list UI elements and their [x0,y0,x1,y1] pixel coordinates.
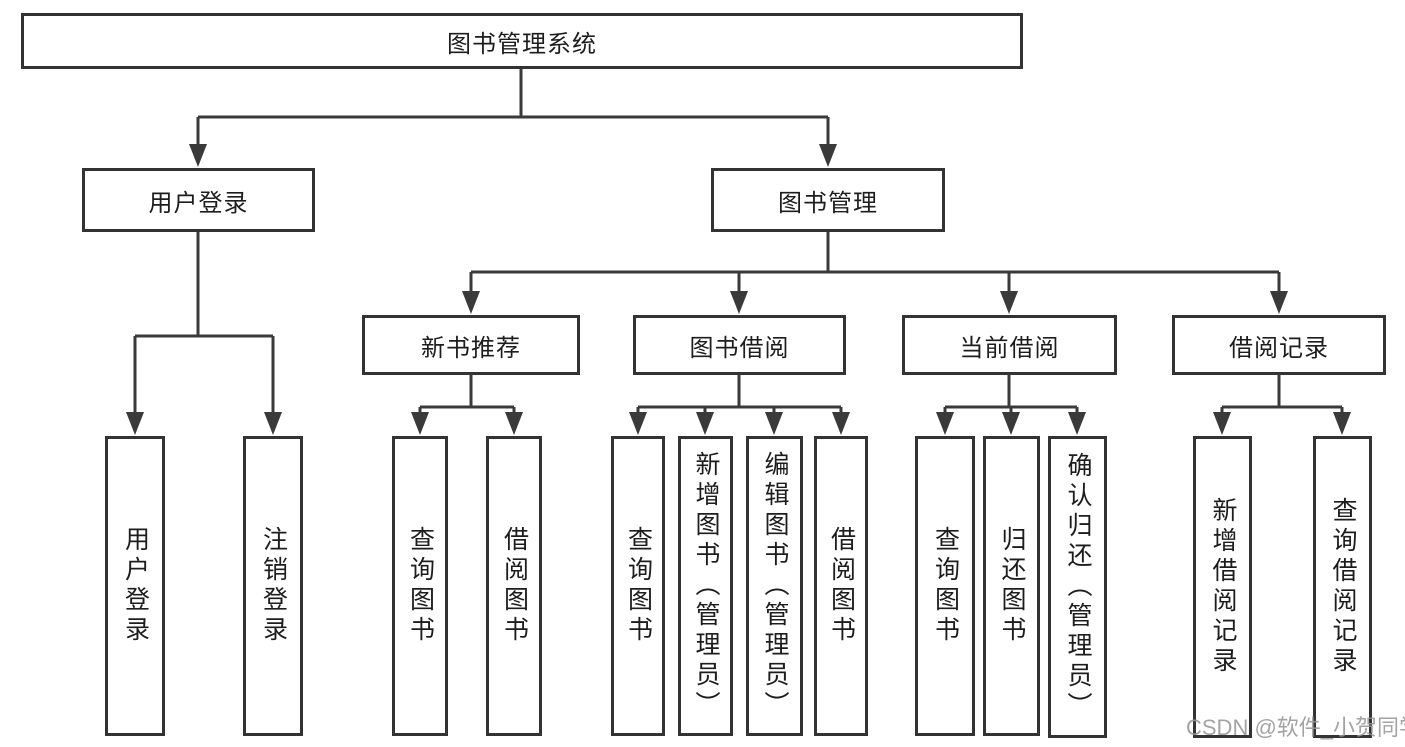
leaf-query-books-recommend: 查询图书 [392,436,448,736]
arrow-down-icon [1000,291,1018,314]
leaf-query-borrow-record: 查询借阅记录 [1313,436,1372,738]
node-label: 新书推荐 [421,334,521,362]
arrowheads [126,144,1351,435]
arrow-down-icon [126,412,144,435]
node-current-borrowing: 当前借阅 [902,315,1117,375]
connector-records-children [1220,375,1344,413]
arrow-down-icon [264,412,282,435]
leaf-label: 编辑图书（管理员） [761,451,789,721]
connector-current-children [943,375,1079,413]
node-label: 用户登录 [148,189,249,217]
leaf-label: 归还图书 [998,526,1026,646]
connector-borrowing-children [636,375,843,413]
arrow-down-icon [832,412,850,435]
connector-book-management-children [469,232,1281,293]
leaf-confirm-return-admin: 确认归还（管理员） [1048,436,1107,738]
node-borrowing-records: 借阅记录 [1172,315,1386,375]
leaf-label: 注销登录 [259,526,288,646]
leaf-label: 查询图书 [624,526,653,646]
leaf-label: 查询借阅记录 [1329,497,1357,677]
leaf-borrow-books-recommend: 借阅图书 [486,436,542,736]
leaf-borrow-books-borrowing: 借阅图书 [814,436,868,736]
arrow-down-icon [1002,412,1020,435]
connector-user-login-children [133,232,275,414]
leaf-label: 新增借阅记录 [1209,497,1237,677]
node-label: 借阅记录 [1229,334,1329,362]
arrow-down-icon [1333,412,1351,435]
arrow-down-icon [1068,412,1086,435]
node-book-management: 图书管理 [711,168,945,232]
leaf-label: 借阅图书 [827,526,856,646]
node-new-book-recommendation: 新书推荐 [362,315,580,375]
node-library-management-system: 图书管理系统 [21,13,1023,69]
arrow-down-icon [936,412,954,435]
node-label: 图书借阅 [689,334,790,362]
leaf-label: 用户登录 [121,526,150,646]
connector-recommendation-children [418,375,516,413]
arrow-down-icon [696,412,714,435]
arrow-down-icon [411,412,429,435]
node-book-borrowing: 图书借阅 [633,315,846,375]
leaf-query-books-borrowing: 查询图书 [611,436,665,736]
leaf-logout: 注销登录 [243,436,303,736]
arrow-down-icon [505,412,523,435]
leaf-return-book: 归还图书 [983,436,1040,736]
arrow-down-icon [730,291,748,314]
arrow-down-icon [629,412,647,435]
leaf-label: 借阅图书 [500,526,529,646]
leaf-add-book-admin: 新增图书（管理员） [678,436,733,736]
leaf-label: 新增图书（管理员） [692,451,720,721]
leaf-query-books-current: 查询图书 [915,436,975,736]
watermark: CSDN @软件_小贺同学 [1186,715,1405,740]
leaf-edit-book-admin: 编辑图书（管理员） [746,436,803,736]
arrow-down-icon [1213,412,1231,435]
leaf-user-login: 用户登录 [105,436,165,736]
leaf-label: 查询图书 [406,526,435,646]
arrow-down-icon [819,144,837,167]
arrow-down-icon [462,291,480,314]
leaf-label: 查询图书 [931,526,960,646]
leaf-label: 确认归还（管理员） [1064,452,1092,722]
node-label: 当前借阅 [959,334,1060,362]
leaf-add-borrow-record: 新增借阅记录 [1193,436,1252,738]
node-label: 图书管理 [778,189,878,217]
connector-root-to-level2 [196,68,830,147]
node-label: 图书管理系统 [447,30,597,58]
arrow-down-icon [1270,291,1288,314]
node-user-login: 用户登录 [82,168,315,232]
arrow-down-icon [765,412,783,435]
arrow-down-icon [189,144,207,167]
